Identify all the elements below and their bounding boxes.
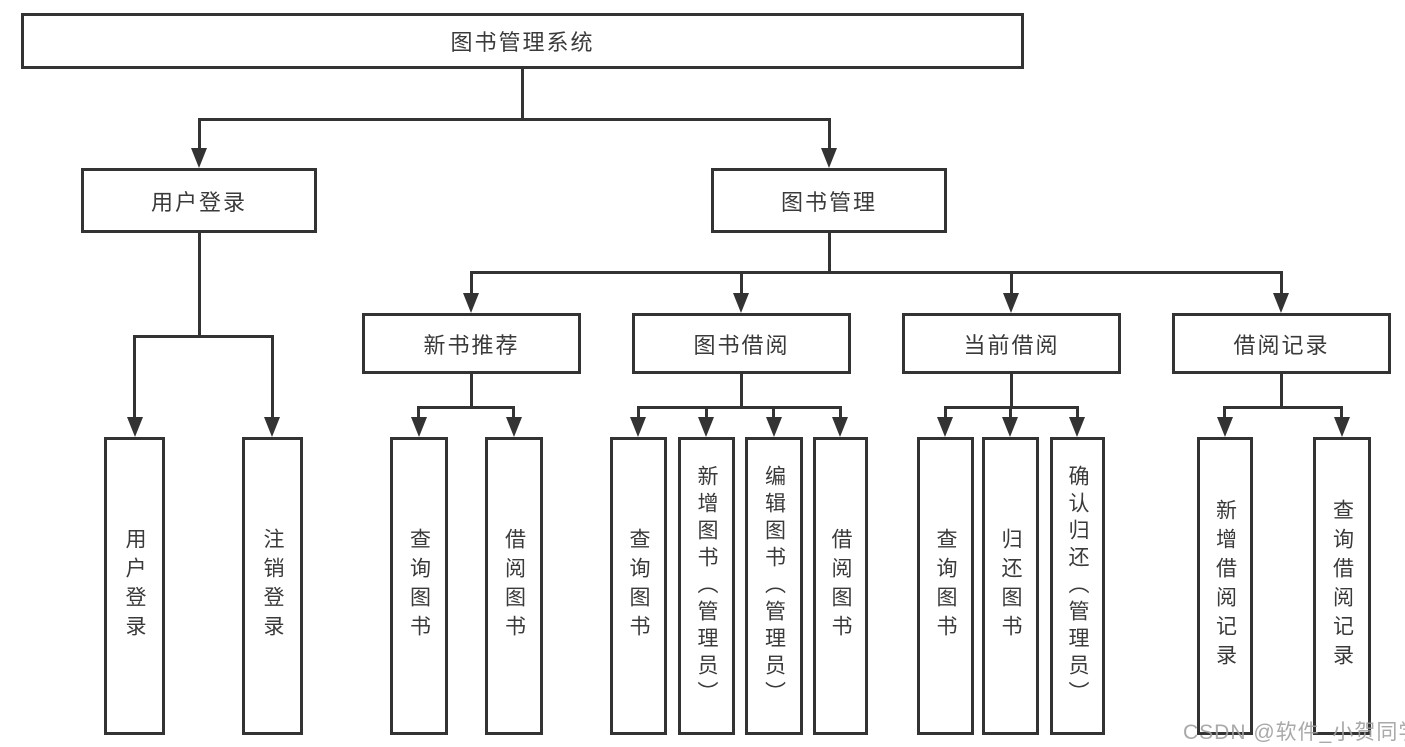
node-leaf-add-book-admin: 新增图书（管理员） (678, 437, 735, 735)
connector-line (198, 118, 831, 121)
arrowhead-down-icon (506, 417, 522, 437)
connector-line (1010, 374, 1013, 409)
node-book-borrowing: 图书借阅 (632, 313, 851, 374)
node-leaf-user-login: 用户登录 (104, 437, 165, 735)
arrowhead-down-icon (821, 148, 837, 168)
connector-line (944, 406, 947, 419)
node-leaf-query-book: 查询图书 (610, 437, 667, 735)
node-label: 新增借阅记录 (1213, 499, 1237, 673)
node-label: 编辑图书（管理员） (762, 464, 786, 708)
connector-line (133, 335, 274, 338)
connector-line (512, 406, 515, 419)
node-leaf-query-book: 查询图书 (390, 437, 448, 735)
node-label: 图书借阅 (693, 332, 790, 358)
node-label: 查询图书 (627, 528, 650, 644)
arrowhead-down-icon (463, 293, 479, 313)
node-leaf-borrow-book: 借阅图书 (485, 437, 543, 735)
arrowhead-down-icon (733, 293, 749, 313)
node-leaf-borrow-book: 借阅图书 (813, 437, 868, 735)
connector-line (417, 406, 420, 419)
arrowhead-down-icon (698, 417, 714, 437)
node-label: 注销登录 (261, 528, 284, 644)
connector-line (1223, 406, 1226, 419)
node-label: 借阅图书 (829, 528, 852, 644)
connector-line (828, 233, 831, 274)
arrowhead-down-icon (1002, 417, 1018, 437)
node-leaf-edit-book-admin: 编辑图书（管理员） (745, 437, 803, 735)
node-label: 借阅记录 (1233, 332, 1330, 358)
arrowhead-down-icon (1217, 417, 1233, 437)
node-label: 新增图书（管理员） (695, 464, 718, 708)
connector-line (1009, 406, 1012, 419)
arrowhead-down-icon (264, 417, 280, 437)
connector-line (198, 233, 201, 338)
connector-line (637, 406, 841, 409)
node-label: 查询图书 (407, 528, 431, 644)
connector-line (1340, 406, 1343, 419)
node-library-management-system: 图书管理系统 (21, 13, 1024, 69)
node-label: 归还图书 (999, 528, 1022, 644)
connector-line (198, 118, 201, 152)
arrowhead-down-icon (937, 417, 953, 437)
connector-line (1223, 406, 1343, 409)
connector-line (705, 406, 708, 419)
connector-line (521, 69, 524, 121)
arrowhead-down-icon (630, 417, 646, 437)
node-new-book-recommend: 新书推荐 (362, 313, 581, 374)
arrowhead-down-icon (1334, 417, 1350, 437)
watermark: CSDN @软件_小贺同学 (1183, 721, 1405, 744)
node-label: 确认归还（管理员） (1066, 464, 1089, 708)
node-leaf-add-borrow-record: 新增借阅记录 (1197, 437, 1253, 735)
connector-line (1280, 271, 1283, 295)
node-label: 用户登录 (150, 189, 247, 215)
connector-line (828, 118, 831, 152)
connector-line (1076, 406, 1079, 419)
arrowhead-down-icon (1003, 293, 1019, 313)
node-label: 新书推荐 (423, 332, 520, 358)
node-leaf-query-book: 查询图书 (917, 437, 974, 735)
connector-line (772, 406, 775, 419)
connector-line (1280, 374, 1283, 409)
arrowhead-down-icon (411, 417, 427, 437)
connector-line (417, 406, 514, 409)
connector-line (470, 271, 1283, 274)
connector-line (839, 406, 842, 419)
node-label: 用户登录 (123, 528, 146, 644)
connector-line (1010, 271, 1013, 295)
connector-line (271, 335, 274, 419)
connector-line (740, 271, 743, 295)
node-leaf-confirm-return-admin: 确认归还（管理员） (1050, 437, 1105, 735)
node-label: 图书管理系统 (450, 30, 595, 55)
node-book-management: 图书管理 (711, 168, 947, 233)
node-leaf-query-borrow-record: 查询借阅记录 (1313, 437, 1371, 735)
node-user-login: 用户登录 (81, 168, 317, 233)
connector-line (470, 374, 473, 409)
connector-line (740, 374, 743, 409)
connector-line (637, 406, 640, 419)
arrowhead-down-icon (191, 148, 207, 168)
arrowhead-down-icon (832, 417, 848, 437)
node-label: 查询图书 (934, 528, 957, 644)
connector-line (470, 271, 473, 295)
node-leaf-return-book: 归还图书 (982, 437, 1039, 735)
arrowhead-down-icon (1273, 293, 1289, 313)
node-leaf-logout: 注销登录 (242, 437, 303, 735)
connector-line (133, 335, 136, 419)
node-label: 借阅图书 (502, 528, 526, 644)
node-label: 图书管理 (780, 189, 877, 215)
arrowhead-down-icon (766, 417, 782, 437)
node-label: 查询借阅记录 (1330, 499, 1354, 673)
node-borrowing-records: 借阅记录 (1172, 313, 1391, 374)
arrowhead-down-icon (1069, 417, 1085, 437)
node-current-borrowing: 当前借阅 (902, 313, 1121, 374)
arrowhead-down-icon (127, 417, 143, 437)
node-label: 当前借阅 (963, 332, 1060, 358)
